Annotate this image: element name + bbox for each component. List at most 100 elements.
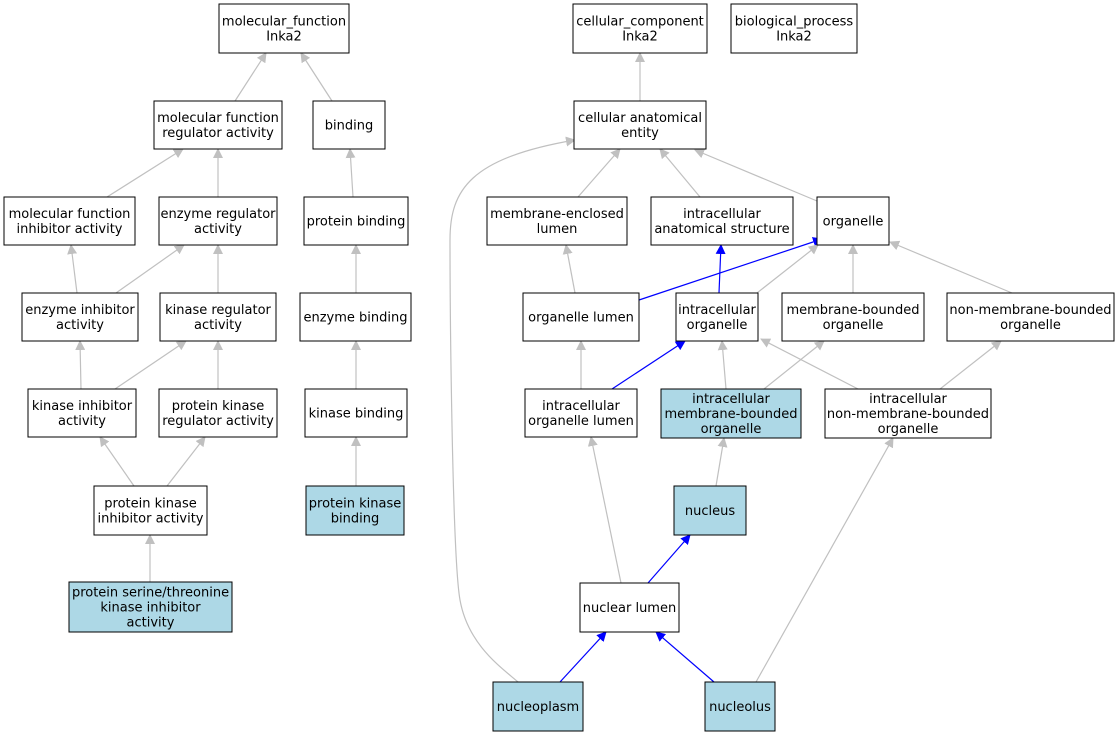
node-label-line: intracellular: [692, 392, 770, 407]
node-box[interactable]: [304, 388, 408, 438]
node-label-line: entity: [621, 126, 659, 141]
node-label-line: kinase inhibitor: [100, 601, 201, 616]
node-ic_nmb_org[interactable]: intracellularnon-membrane-boundedorganel…: [824, 388, 992, 439]
node-box[interactable]: [93, 485, 208, 536]
node-box[interactable]: [486, 196, 628, 246]
node-box[interactable]: [524, 388, 638, 438]
node-binding[interactable]: binding: [312, 100, 386, 150]
node-label-line: enzyme inhibitor: [25, 303, 135, 318]
node-label-line: nucleolus: [709, 700, 771, 715]
node-label-line: intracellular: [683, 207, 761, 222]
node-label-line: biological_process: [735, 15, 854, 30]
edge-nucleolus-to-nuc_lumen: [655, 631, 715, 683]
node-org_lumen[interactable]: organelle lumen: [522, 292, 640, 342]
node-box[interactable]: [650, 196, 794, 246]
node-label-line: organelle lumen: [528, 311, 634, 326]
node-box[interactable]: [21, 292, 139, 342]
node-label-line: organelle: [823, 318, 884, 333]
node-organelle[interactable]: organelle: [816, 196, 890, 246]
node-label-line: cellular anatomical: [578, 111, 702, 126]
node-label-line: intracellular: [678, 303, 756, 318]
node-prot_bind[interactable]: protein binding: [303, 196, 409, 246]
edge-enz_inhib-to-mf_inhib: [67, 244, 78, 294]
node-nucleus[interactable]: nucleus: [673, 485, 747, 536]
node-box[interactable]: [218, 3, 350, 54]
edge-ic_anat-to-cae: [659, 148, 701, 198]
edge-kin_inhib-to-kin_reg: [114, 340, 187, 390]
node-box[interactable]: [492, 681, 584, 732]
node-box[interactable]: [68, 581, 233, 633]
node-box[interactable]: [27, 388, 137, 438]
node-enz_bind[interactable]: enzyme binding: [299, 292, 412, 342]
edge-kin_inhib-to-enz_inhib: [75, 340, 86, 390]
node-label-line: molecular function: [157, 111, 279, 126]
node-box[interactable]: [781, 292, 925, 342]
edge-mf_inhib-to-mf_reg: [106, 148, 184, 198]
node-kin_bind[interactable]: kinase binding: [304, 388, 408, 438]
node-box[interactable]: [159, 292, 277, 342]
node-label-line: organelle: [701, 422, 762, 437]
node-box[interactable]: [673, 485, 747, 536]
node-box[interactable]: [675, 292, 759, 342]
node-box[interactable]: [158, 388, 278, 438]
node-label-line: organelle lumen: [528, 414, 634, 429]
node-nucleoplasm[interactable]: nucleoplasm: [492, 681, 584, 732]
node-label-line: protein serine/threonine: [72, 586, 229, 601]
node-box[interactable]: [522, 292, 640, 342]
node-box[interactable]: [660, 388, 802, 439]
node-label-line: regulator activity: [162, 414, 274, 429]
node-nucleolus[interactable]: nucleolus: [704, 681, 776, 732]
node-label-line: activity: [194, 318, 242, 333]
node-label-line: Inka2: [776, 30, 812, 45]
node-box[interactable]: [299, 292, 412, 342]
node-box[interactable]: [573, 100, 707, 150]
edge-nucleoplasm-to-cae: [449, 136, 576, 683]
node-box[interactable]: [730, 3, 858, 54]
node-box[interactable]: [303, 196, 409, 246]
node-label-line: cellular_component: [576, 15, 704, 30]
node-label-line: Inka2: [266, 30, 302, 45]
node-box[interactable]: [305, 485, 405, 536]
node-box[interactable]: [816, 196, 890, 246]
node-box[interactable]: [579, 582, 680, 633]
node-box[interactable]: [312, 100, 386, 150]
node-box[interactable]: [704, 681, 776, 732]
node-box[interactable]: [572, 3, 708, 54]
node-label-line: protein binding: [307, 215, 406, 230]
node-label-line: organelle: [878, 422, 939, 437]
node-box[interactable]: [158, 196, 278, 246]
node-box[interactable]: [153, 100, 283, 150]
edge-nuc_lumen-to-nucleus: [647, 534, 691, 584]
node-box[interactable]: [824, 388, 992, 439]
node-box[interactable]: [3, 196, 136, 246]
edge-ic_org_lumen-to-ic_org: [611, 340, 686, 390]
node-box[interactable]: [946, 292, 1115, 342]
node-nuc_lumen[interactable]: nuclear lumen: [579, 582, 680, 633]
node-label-line: membrane-bounded: [664, 407, 797, 422]
node-label-line: inhibitor activity: [97, 512, 203, 527]
edge-nmb_org-to-organelle: [889, 240, 1013, 294]
